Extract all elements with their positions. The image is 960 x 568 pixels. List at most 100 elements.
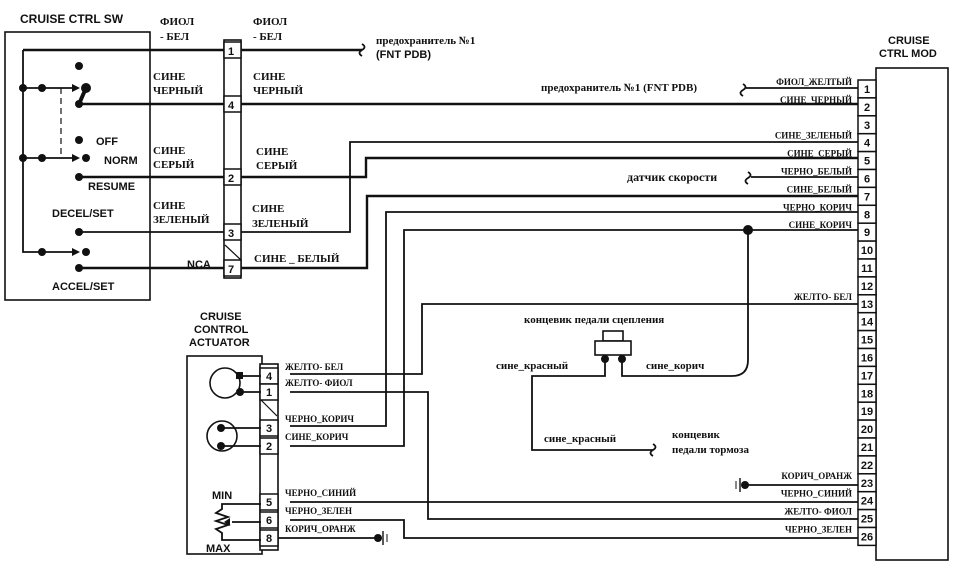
module-pin-8-num: 8 (864, 209, 870, 221)
clutch-switch-icon (594, 330, 632, 363)
actuator-solenoid-icon (209, 367, 261, 399)
module-wire-labels: ФИОЛ_ЖЕЛТЫЙ СИНЕ_ЧЕРНЫЙ СИНЕ_ЗЕЛЕНЫЙ СИНЕ_С… (775, 77, 853, 535)
module-wire-label-4: СИНЕ_ЗЕЛЕНЫЙ (775, 131, 852, 141)
switch-box (4, 31, 151, 301)
actuator-wire-label-5: ЧЕРНО_СИНИЙ (285, 488, 356, 498)
actuator-pin-4-num: 4 (266, 371, 273, 383)
fuse-module-label: предохранитель №1 (FNT PDB) (541, 82, 697, 94)
lwire-3-l1: СИНЕ (153, 200, 185, 212)
actuator-pin-5-num: 5 (266, 497, 272, 509)
switch-pos-resume: RESUME (88, 181, 135, 193)
rwire-1-l1: ФИОЛ (253, 16, 288, 28)
actuator-wires (290, 211, 858, 539)
harness-wires (241, 102, 858, 270)
actuator-motor-icon (206, 420, 261, 452)
lwire-1-l1: ФИОЛ (160, 16, 195, 28)
actuator-pin-5 (259, 493, 279, 511)
module-wire-label-6: ЧЕРНО_БЕЛЫЙ (781, 166, 852, 176)
switch-wires (23, 48, 225, 270)
actuator-pin-6-num: 6 (266, 515, 272, 527)
module-title-1: CRUISE (888, 35, 930, 47)
switch-nca-label: NCA (187, 259, 211, 271)
fuse-top-line2: (FNT PDB) (376, 49, 431, 61)
module-wire-label-23: КОРИЧ_ОРАНЖ (781, 471, 852, 481)
rwire-3-l1: СИНЕ (252, 203, 284, 215)
lconn-pin-3-num: 3 (228, 228, 234, 240)
fuse-top-break-icon (358, 43, 366, 57)
lwire-2-l2: СЕРЫЙ (153, 159, 195, 171)
lwire-2-l1: СИНЕ (153, 145, 185, 157)
module-pin-11-num: 11 (861, 263, 873, 275)
module-wire-label-25: ЖЕЛТО- ФИОЛ (784, 507, 852, 517)
module-pin-9-num: 9 (864, 227, 870, 239)
module-pin-12-num: 12 (861, 281, 873, 293)
speed-sensor-label: датчик скорости (627, 170, 717, 184)
brake-switch-line2: педали тормоза (672, 444, 749, 456)
actuator-wire-label-8: КОРИЧ_ОРАНЖ (285, 524, 356, 534)
actuator-pin-6 (259, 511, 279, 529)
fuse-module-break-icon (739, 83, 747, 97)
module-pin-15-num: 15 (861, 335, 873, 347)
ground-icon (278, 531, 388, 545)
clutch-switch-title: концевик педали сцепления (524, 314, 664, 326)
rwire-4-l2: ЧЕРНЫЙ (253, 85, 303, 97)
module-pin-2-num: 2 (864, 102, 870, 114)
wire-clutch-right (621, 230, 749, 377)
module-pin-24-num: 24 (861, 496, 874, 508)
clutch-right-wire-label: сине_корич (646, 360, 704, 372)
module-title-2: CTRL MOD (879, 48, 937, 60)
module-pin-14-num: 14 (861, 317, 874, 329)
module-pin-4-num: 4 (864, 138, 871, 150)
lwire-4-l2: ЧЕРНЫЙ (153, 85, 203, 97)
module-pin-25-num: 25 (861, 514, 873, 526)
module-box (875, 67, 949, 561)
lconn-pin-2-num: 2 (228, 173, 234, 185)
left-connector (223, 39, 242, 279)
rwire-4-l1: СИНЕ (253, 71, 285, 83)
rwire-7-label: СИНЕ _ БЕЛЫЙ (254, 253, 340, 265)
actuator-wire-label-1: ЖЕЛТО- ФИОЛ (285, 378, 353, 388)
module-pin-20-num: 20 (861, 424, 873, 436)
module-wire-label-5: СИНЕ_СЕРЫЙ (787, 149, 852, 159)
rwire-2-l2: СЕРЫЙ (256, 160, 298, 172)
switch-pos-norm: NORM (104, 155, 138, 167)
module-pin-26 (857, 526, 877, 547)
fuse-top-line1: предохранитель №1 (376, 35, 475, 47)
module-pin-26-num: 26 (861, 532, 873, 544)
module-pin-5-num: 5 (864, 156, 870, 168)
module-wire-label-24: ЧЕРНО_СИНИЙ (781, 489, 852, 499)
brake-switch-line1: концевик (672, 429, 721, 441)
actuator-pin-2-num: 2 (266, 441, 272, 453)
module-pin-19-num: 19 (861, 406, 873, 418)
lwire-1-l2: - БЕЛ (160, 31, 190, 43)
module-pin-7-num: 7 (864, 191, 870, 203)
module-pin-13-num: 13 (861, 299, 873, 311)
module-pin-18-num: 18 (861, 388, 873, 400)
module-wire-label-26: ЧЕРНО_ЗЕЛЕН (785, 524, 852, 534)
actuator-title-1: CRUISE (200, 311, 242, 323)
rwire-1-l2: - БЕЛ (253, 31, 283, 43)
lwire-4-l1: СИНЕ (153, 71, 185, 83)
lconn-pin-1-num: 1 (228, 46, 234, 58)
rwire-2-l1: СИНЕ (256, 146, 288, 158)
module-pin-strip: 1234567891011121314151617181920212223242… (857, 79, 877, 547)
actuator-max-label: MAX (206, 543, 231, 555)
module-wire-label-2: СИНЕ_ЧЕРНЫЙ (780, 95, 852, 105)
module-wire-label-13: ЖЕЛТО- БЕЛ (794, 292, 852, 302)
module-pin-6-num: 6 (864, 174, 870, 186)
brake-wire-label: сине_красный (544, 433, 617, 445)
module-pin-21-num: 21 (861, 442, 873, 454)
switch-title: CRUISE CTRL SW (20, 12, 124, 26)
ground-icon (735, 478, 858, 492)
module-pin-23-num: 23 (861, 478, 873, 490)
actuator-potentiometer-icon (213, 503, 261, 541)
actuator-wire-label-6: ЧЕРНО_ЗЕЛЕН (285, 506, 352, 516)
lwire-3-l2: ЗЕЛЕНЫЙ (153, 214, 210, 226)
module-pin-17-num: 17 (861, 370, 873, 382)
lconn-pin-7-num: 7 (228, 264, 234, 276)
actuator-pin-3-num: 3 (266, 423, 272, 435)
module-wire-label-1: ФИОЛ_ЖЕЛТЫЙ (776, 77, 852, 87)
module-pin-22-num: 22 (861, 460, 873, 472)
